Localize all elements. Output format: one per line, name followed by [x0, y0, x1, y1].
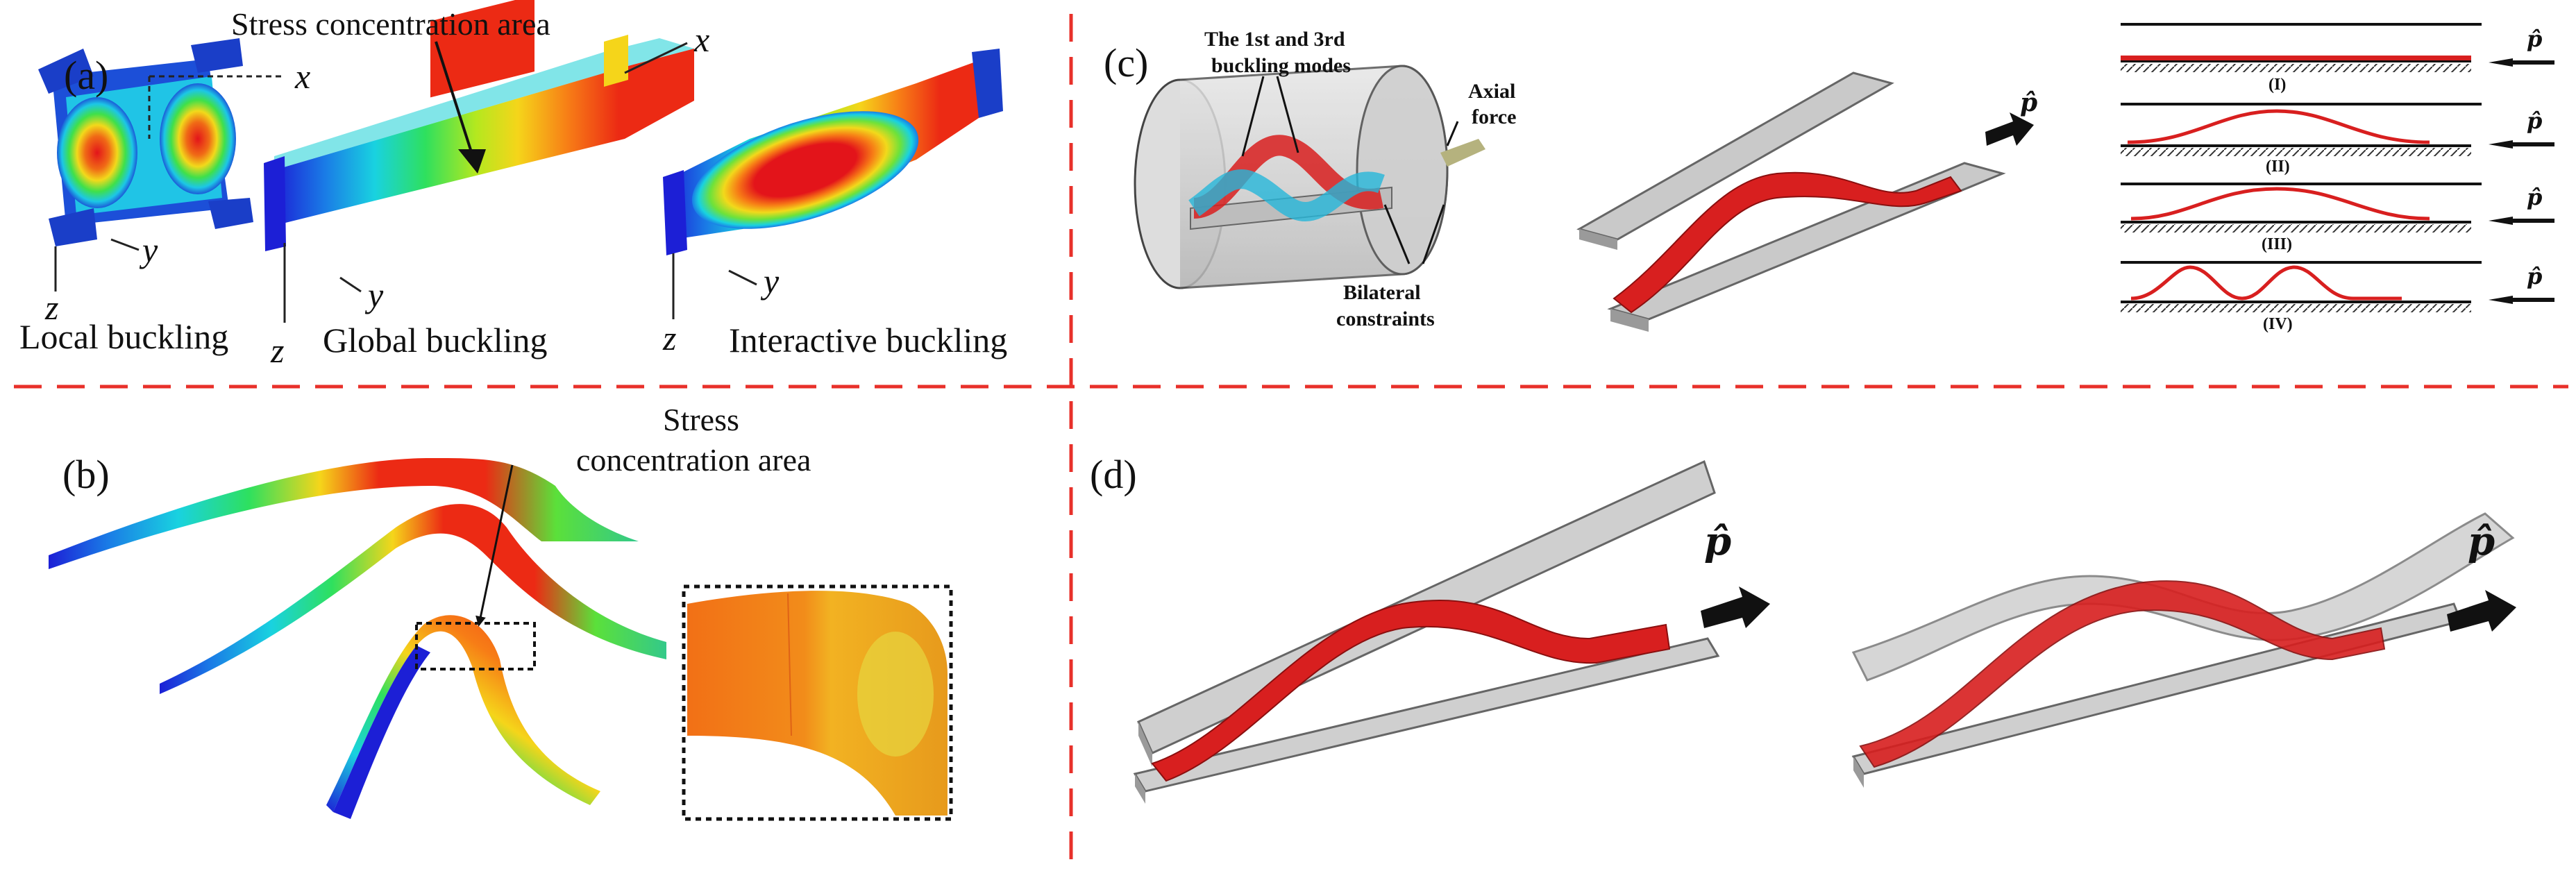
load-symbol-stage-1: p̂: [2527, 26, 2543, 52]
axis-z-interactive: z: [663, 319, 677, 357]
zoom-inset: [682, 584, 953, 821]
axial-label-line2: force: [1472, 105, 1517, 128]
stages-diagram: [2121, 23, 2554, 312]
panel-a-tag: (a): [64, 53, 109, 98]
plates-model-c: [1576, 71, 2034, 332]
plates-model-d-right: [1851, 512, 2516, 788]
stage-label-1: (I): [2268, 76, 2287, 94]
panel-b-graphics: [49, 458, 953, 821]
stress-label-b-line2: concentration area: [576, 442, 811, 478]
axis-x-local: x: [295, 57, 311, 96]
plates-model-d-left: [1133, 459, 1770, 804]
axis-x-global: x: [694, 20, 710, 59]
axis-z-local: z: [45, 288, 59, 327]
load-symbol-stage-2: p̂: [2527, 108, 2543, 134]
load-symbol-stage-4: p̂: [2527, 263, 2543, 289]
load-symbol-c-plates: p̂: [2020, 88, 2038, 117]
load-symbol-d-right: p̂: [2468, 518, 2495, 564]
panel-d-tag: (d): [1090, 452, 1137, 497]
stress-arrow-a: [435, 41, 473, 155]
strip-b-2: [160, 504, 666, 694]
stress-label-a: Stress concentration area: [231, 6, 550, 42]
panel-c-tag: (c): [1104, 40, 1149, 85]
modes-label-line1: The 1st and 3rd: [1204, 28, 1345, 51]
local-buckling-model: [38, 38, 253, 246]
panel-b-tag: (b): [62, 452, 110, 497]
zoom-source-box: [415, 622, 536, 670]
stage-label-3: (III): [2262, 235, 2293, 253]
constraints-label-line1: Bilateral: [1343, 281, 1421, 304]
axis-y-local: y: [142, 230, 158, 269]
axis-y-global: y: [368, 276, 384, 314]
stress-label-b-line1: Stress: [663, 402, 739, 437]
caption-local-buckling: Local buckling: [19, 317, 229, 356]
axis-y-interactive: y: [764, 262, 780, 301]
cylinder-model: [1134, 65, 1485, 289]
strip-b-1: [49, 458, 639, 569]
axis-z-global: z: [271, 331, 285, 370]
load-symbol-d-left: p̂: [1704, 518, 1732, 564]
mode-3-curve: [1188, 169, 1385, 221]
constraints-label-line2: constraints: [1336, 307, 1435, 330]
load-symbol-stage-3: p̂: [2527, 184, 2543, 210]
interactive-buckling-model: [663, 49, 1003, 255]
panel-c-graphics: [1134, 23, 2554, 332]
caption-interactive-buckling: Interactive buckling: [729, 321, 1008, 360]
panel-a-graphics: [38, 0, 1003, 323]
stage-label-4: (IV): [2263, 315, 2293, 333]
axial-label-line1: Axial: [1468, 80, 1516, 103]
strip-b-3: [326, 615, 600, 812]
caption-global-buckling: Global buckling: [323, 321, 548, 360]
panel-d-graphics: [1133, 459, 2516, 804]
modes-label-line2: buckling modes: [1211, 54, 1351, 77]
stage-label-2: (II): [2266, 158, 2290, 176]
global-buckling-model: [264, 0, 694, 251]
